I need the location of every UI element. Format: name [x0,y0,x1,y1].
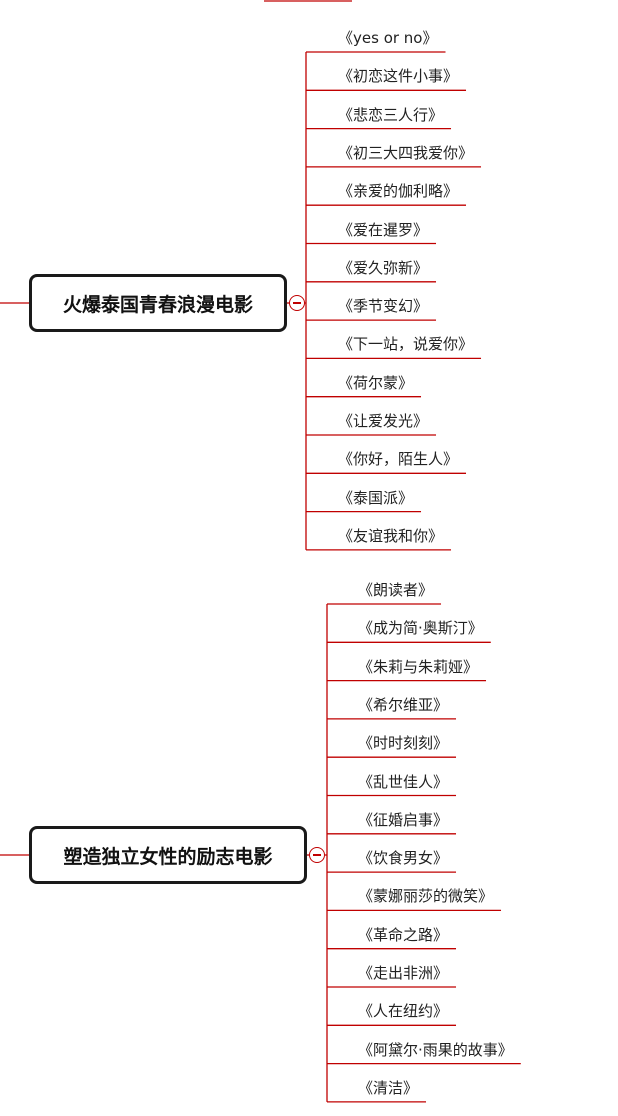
leaf-item[interactable]: 《悲恋三人行》 [338,105,444,124]
topic-node[interactable]: 火爆泰国青春浪漫电影 [29,274,287,332]
leaf-item[interactable]: 《饮食男女》 [358,849,449,868]
leaf-item[interactable]: 《下一站，说爱你》 [338,335,474,354]
topic-node[interactable]: 塑造独立女性的励志电影 [29,826,307,884]
leaf-item[interactable]: 《蒙娜丽莎的微笑》 [358,887,494,906]
leaf-item[interactable]: 《季节变幻》 [338,297,429,316]
leaf-item[interactable]: 《初恋这件小事》 [338,67,459,86]
collapse-minus-icon[interactable] [309,847,325,863]
leaf-item[interactable]: 《初三大四我爱你》 [338,143,474,162]
collapse-minus-icon[interactable] [289,295,305,311]
leaf-item[interactable]: 《朱莉与朱莉娅》 [358,657,479,676]
leaf-item[interactable]: 《乱世佳人》 [358,772,449,791]
leaf-item[interactable]: 《让爱发光》 [338,412,429,430]
leaf-item[interactable]: 《人在纽约》 [358,1002,449,1021]
leaf-item[interactable]: 《阿黛尔·雨果的故事》 [358,1040,513,1059]
leaf-item[interactable]: 《泰国派》 [338,488,414,507]
leaf-item[interactable]: 《荷尔蒙》 [338,373,414,392]
leaf-item[interactable]: 《成为简·奥斯汀》 [358,619,483,638]
leaf-item[interactable]: 《yes or no》 [338,29,438,47]
leaf-item[interactable]: 《时时刻刻》 [358,734,449,753]
leaf-item[interactable]: 《友谊我和你》 [338,526,444,545]
leaf-item[interactable]: 《你好，陌生人》 [338,450,459,469]
leaf-item[interactable]: 《革命之路》 [358,925,449,944]
leaf-item[interactable]: 《爱在暹罗》 [338,220,429,239]
leaf-item[interactable]: 《希尔维亚》 [358,695,449,714]
leaf-item[interactable]: 《清洁》 [358,1078,419,1097]
leaf-item[interactable]: 《爱久弥新》 [338,258,429,277]
leaf-item[interactable]: 《亲爱的伽利略》 [338,182,459,201]
leaf-item[interactable]: 《征婚启事》 [358,810,449,829]
leaf-item[interactable]: 《朗读者》 [358,581,434,599]
leaf-item[interactable]: 《走出非洲》 [358,964,449,982]
